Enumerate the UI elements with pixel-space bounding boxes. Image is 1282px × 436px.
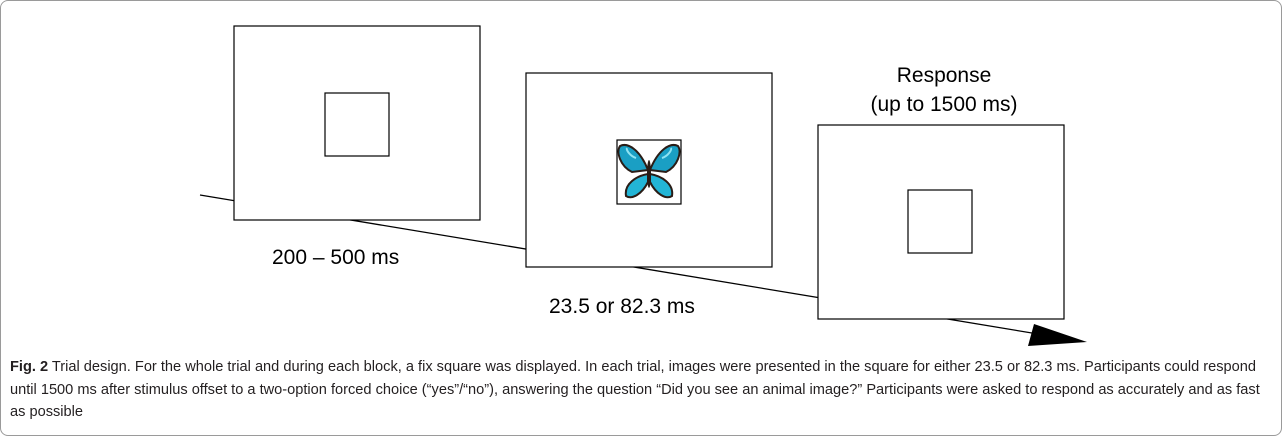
stimulus-screen xyxy=(525,72,773,268)
trial-design-diagram: 200 – 500 ms 23.5 or 82.3 ms Response (u… xyxy=(199,25,1087,346)
figure-label: Fig. 2 xyxy=(10,359,49,375)
figure-caption: Fig. 2 Trial design. For the whole trial… xyxy=(10,356,1272,424)
response-screen xyxy=(817,124,1065,320)
response-title-line1: Response xyxy=(897,64,992,87)
fix-square xyxy=(907,189,973,254)
timeline-arrowhead xyxy=(1028,324,1087,346)
fixation-screen xyxy=(233,25,481,221)
fix-square xyxy=(324,92,390,157)
response-title-line2: (up to 1500 ms) xyxy=(870,93,1017,116)
caption-text: Trial design. For the whole trial and du… xyxy=(10,359,1260,420)
butterfly-image xyxy=(617,144,681,199)
fixation-duration-label: 200 – 500 ms xyxy=(272,246,399,269)
stimulus-duration-label: 23.5 or 82.3 ms xyxy=(549,295,695,318)
